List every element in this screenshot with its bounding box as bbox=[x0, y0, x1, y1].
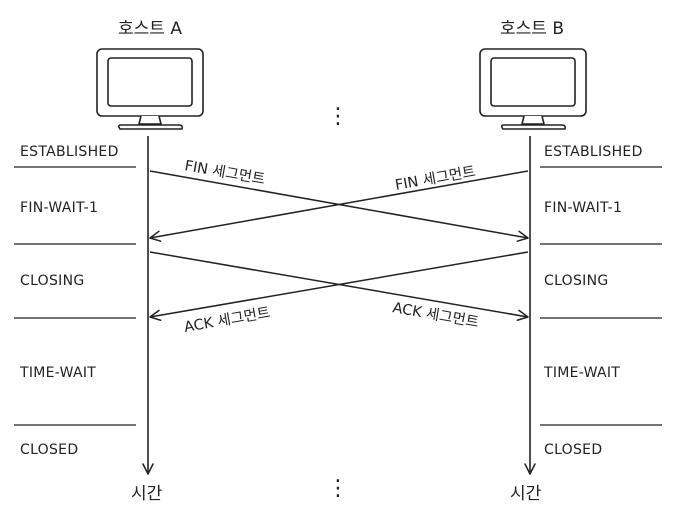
time-label-b: 시간 bbox=[510, 484, 542, 504]
state-a-fin-wait-1: FIN-WAIT-1 bbox=[20, 200, 99, 216]
ellipsis-bottom: ⋮ bbox=[327, 476, 349, 501]
state-b-time-wait: TIME-WAIT bbox=[544, 365, 621, 381]
time-label-a: 시간 bbox=[131, 484, 163, 504]
state-separators-a bbox=[14, 166, 136, 426]
state-b-closing: CLOSING bbox=[544, 273, 609, 289]
state-b-established: ESTABLISHED bbox=[544, 144, 643, 160]
state-a-established: ESTABLISHED bbox=[20, 144, 119, 160]
host-a-label: 호스트 A bbox=[118, 19, 182, 39]
state-a-time-wait: TIME-WAIT bbox=[20, 365, 97, 381]
state-separators-b bbox=[540, 166, 662, 426]
state-b-fin-wait-1: FIN-WAIT-1 bbox=[544, 200, 623, 216]
state-b-closed: CLOSED bbox=[544, 442, 603, 458]
fin-label-a-to-b: FIN 세그먼트 bbox=[183, 157, 266, 188]
ack-arrow-a-to-b bbox=[149, 251, 529, 321]
ellipsis-top: ⋮ bbox=[327, 104, 349, 129]
fin-arrow-b-to-a bbox=[149, 170, 529, 242]
ack-label-a-to-b: ACK 세그먼트 bbox=[391, 299, 480, 331]
host-b-label: 호스트 B bbox=[500, 19, 564, 39]
state-a-closing: CLOSING bbox=[20, 273, 85, 289]
host-a-monitor-icon bbox=[96, 48, 204, 130]
host-b-monitor-icon bbox=[479, 48, 587, 130]
state-a-closed: CLOSED bbox=[20, 442, 79, 458]
fin-label-b-to-a: FIN 세그먼트 bbox=[394, 163, 477, 194]
